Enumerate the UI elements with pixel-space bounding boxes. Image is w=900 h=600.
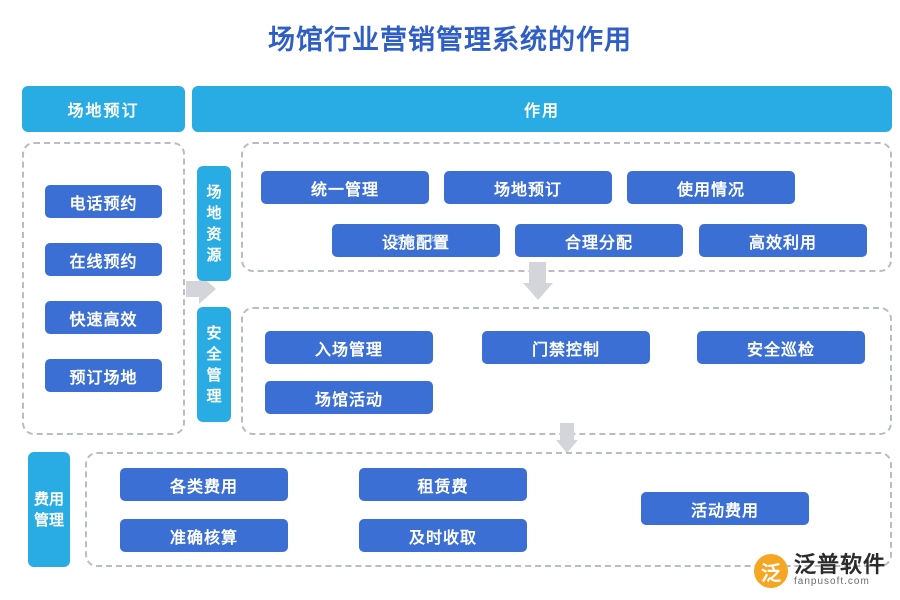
logo-mark-icon: 泛 [753,554,788,588]
item-activity-fee[interactable]: 活动费用 [641,492,809,525]
item-timely-collection[interactable]: 及时收取 [359,519,527,552]
venue-resource-container [241,142,892,272]
item-accurate-accounting[interactable]: 准确核算 [120,519,288,552]
item-entry-management[interactable]: 入场管理 [265,331,433,364]
left-item-phone-booking[interactable]: 电话预约 [45,185,162,218]
vertical-label-fee-management: 费用管理 [28,452,70,567]
arrow-right-stem [186,281,200,297]
logo-subtext: fanpusoft.com [793,576,870,587]
item-safety-inspection[interactable]: 安全巡检 [697,331,865,364]
left-column-container [22,142,185,435]
item-venue-booking[interactable]: 场地预订 [444,171,612,204]
safety-management-container [241,307,892,435]
item-reasonable-allocation[interactable]: 合理分配 [515,224,683,257]
vertical-label-venue-resource: 场地资源 [197,166,231,281]
item-efficient-utilization[interactable]: 高效利用 [699,224,867,257]
item-venue-activity[interactable]: 场馆活动 [265,381,433,414]
left-item-online-booking[interactable]: 在线预约 [45,243,162,276]
item-facility-config[interactable]: 设施配置 [332,224,500,257]
fee-management-container [85,452,892,567]
arrow-down-stem-2 [560,423,574,441]
arrow-right-icon [199,274,216,304]
item-access-control[interactable]: 门禁控制 [482,331,650,364]
arrow-down-icon-2 [556,440,578,453]
item-various-fees[interactable]: 各类费用 [120,468,288,501]
item-unified-management[interactable]: 统一管理 [261,171,429,204]
item-usage-status[interactable]: 使用情况 [627,171,795,204]
left-item-fast-efficient[interactable]: 快速高效 [45,301,162,334]
arrow-down-stem-1 [529,262,546,284]
left-item-reserve-venue[interactable]: 预订场地 [45,359,162,392]
item-rental-fee[interactable]: 租赁费 [359,468,527,501]
faint-watermark: 泛普软件 [392,235,440,247]
header-left-venue-booking: 场地预订 [22,86,185,132]
vertical-label-safety-management: 安全管理 [197,307,231,422]
page-title: 场馆行业营销管理系统的作用 [268,25,632,55]
arrow-down-icon-1 [523,283,553,300]
header-right-function: 作用 [192,86,892,132]
logo-text: 泛普软件 [793,552,886,577]
brand-logo: 泛 泛普软件 fanpusoft.com [753,552,886,588]
